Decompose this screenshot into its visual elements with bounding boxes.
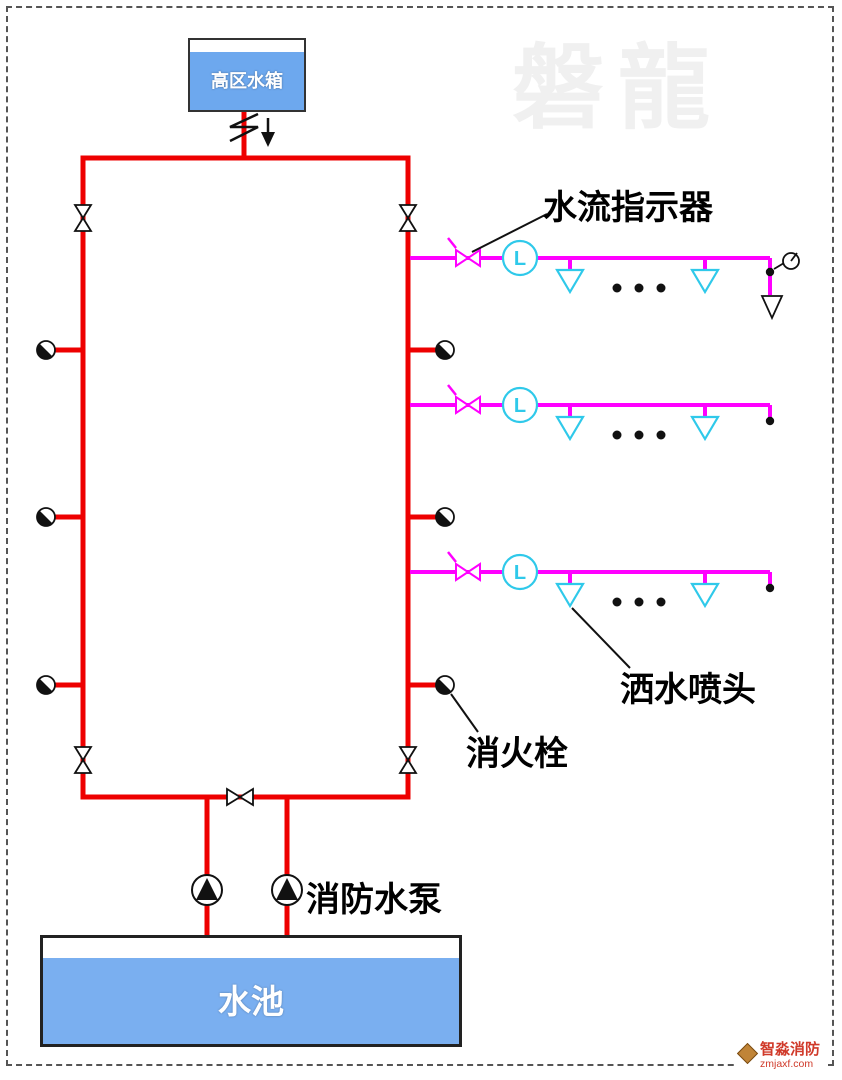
gate-valve-icon xyxy=(398,746,418,762)
ellipsis-dots xyxy=(612,597,666,607)
logo-text: 智淼消防 zmjaxf.com xyxy=(760,1041,821,1070)
flow-indicator-icon xyxy=(501,239,539,277)
hydrant-icon-fill xyxy=(435,678,452,695)
sprinkler-branch-2: L xyxy=(410,384,775,442)
label-flow-indicator: 水流指示器 xyxy=(543,189,713,227)
gate-valve-icons xyxy=(73,204,418,807)
flow-indicator-icon xyxy=(501,553,539,591)
logo-site: zmjaxf.com xyxy=(760,1057,814,1070)
label-pump: 消防水泵 xyxy=(306,881,442,919)
branch-valve-icon xyxy=(455,395,470,415)
gate-valve-icon xyxy=(73,746,93,762)
water-pool: 水池 xyxy=(40,935,462,1047)
valve-lever xyxy=(447,551,457,563)
watermark: 磐龍 xyxy=(512,35,725,142)
valve-lever xyxy=(447,237,457,249)
test-valve-assembly xyxy=(760,252,800,321)
sprinkler-head-icon xyxy=(555,415,585,442)
label-hydrant: 消火栓 xyxy=(466,735,568,773)
pump-impeller-icon xyxy=(196,878,218,900)
gate-valve-icon xyxy=(73,758,93,774)
leader-hydrant xyxy=(450,693,479,733)
hydrant-icon-fill xyxy=(36,678,53,695)
sprinkler-head-icon xyxy=(555,582,585,609)
leader-sprinkler xyxy=(571,607,631,669)
flow-arrow-icon xyxy=(261,132,275,147)
flow-indicator-letter: L xyxy=(514,248,526,270)
branch-valve-icon xyxy=(455,248,470,268)
pool-label: 水池 xyxy=(218,983,284,1020)
branch-valve-icon xyxy=(466,562,481,582)
flow-indicator-letter: L xyxy=(514,562,526,584)
sprinkler-head-icon xyxy=(690,582,720,609)
label-sprinkler: 洒水喷头 xyxy=(620,671,756,709)
main-pipe-network xyxy=(52,107,439,938)
gate-valve-icon xyxy=(226,787,242,807)
valve-lever xyxy=(447,384,457,396)
connection-dot xyxy=(765,583,775,593)
branch-valve-icon xyxy=(466,395,481,415)
sprinkler-branch-1: L xyxy=(410,237,800,321)
sprinkler-head-icon xyxy=(690,268,720,295)
sprinkler-branch-3: L xyxy=(410,551,775,609)
gate-valve-icon xyxy=(398,216,418,232)
gate-valve-icon xyxy=(238,787,254,807)
leader-flow-indicator xyxy=(471,213,548,253)
tank-label: 高区水箱 xyxy=(211,71,283,91)
leader-lines xyxy=(450,213,631,733)
ellipsis-dots xyxy=(612,283,666,293)
check-valve-icon xyxy=(229,112,275,147)
hydrant-icon-fill xyxy=(36,343,53,360)
hydrant-icon-fill xyxy=(36,510,53,527)
connection-dot xyxy=(765,416,775,426)
hydrant-icon-fill xyxy=(435,510,452,527)
gate-valve-icon xyxy=(73,204,93,220)
pump-icons xyxy=(191,874,303,906)
gate-valve-icon xyxy=(398,204,418,220)
gate-valve-icon xyxy=(398,758,418,774)
sprinkler-head-icon xyxy=(690,415,720,442)
hydrant-icons xyxy=(36,340,455,695)
hydrant-icon-fill xyxy=(435,343,452,360)
flow-indicator-letter: L xyxy=(514,395,526,417)
logo-brand: 智淼消防 xyxy=(760,1041,821,1058)
sprinkler-head-icon xyxy=(555,268,585,295)
branch-valve-icon xyxy=(455,562,470,582)
drain-arrow-icon xyxy=(760,295,784,321)
flow-indicator-icon xyxy=(501,386,539,424)
high-zone-tank: 高区水箱 xyxy=(188,38,306,112)
ellipsis-dots xyxy=(612,430,666,440)
gate-valve-icon xyxy=(73,216,93,232)
pump-impeller-icon xyxy=(276,878,298,900)
branch-valve-icon xyxy=(466,248,481,268)
site-logo: 智淼消防 zmjaxf.com xyxy=(736,1040,825,1073)
connection-dot xyxy=(765,267,775,277)
logo-icon xyxy=(736,1042,759,1065)
